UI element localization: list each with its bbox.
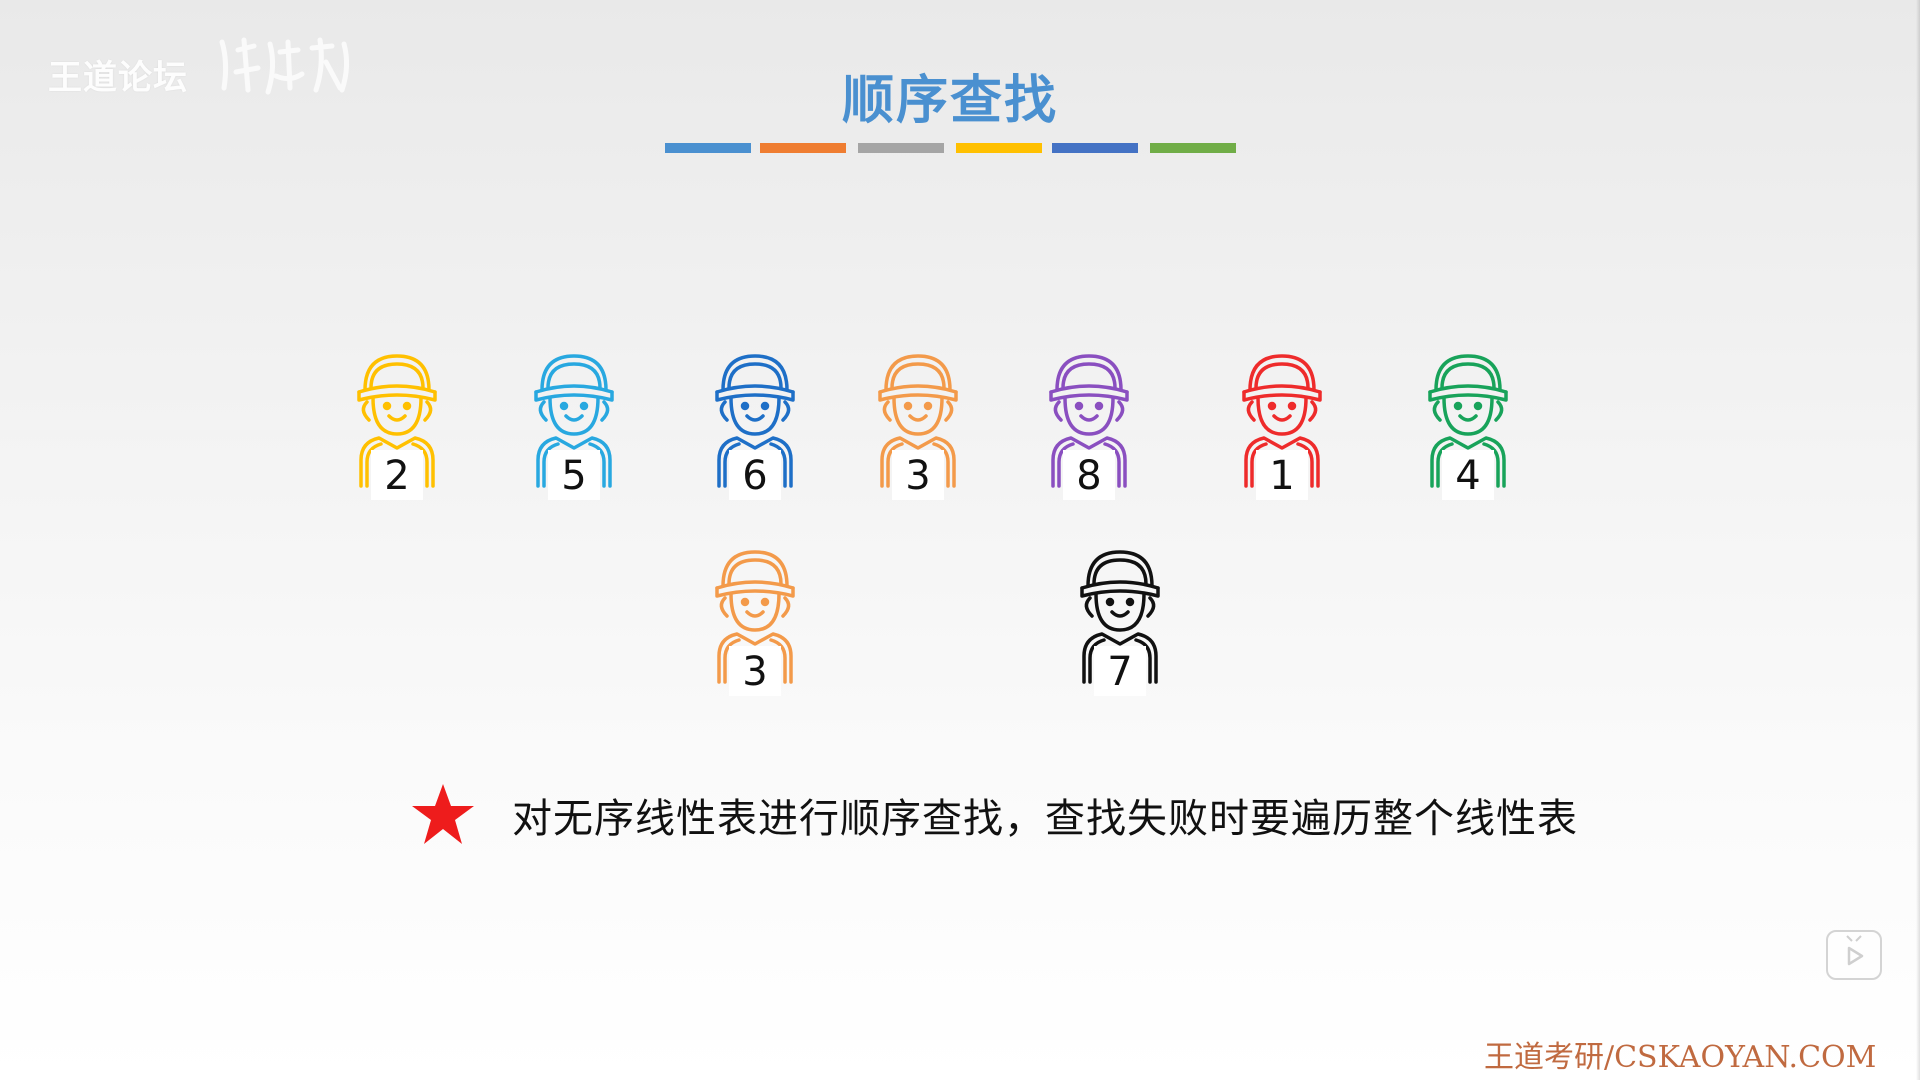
person-number: 1 xyxy=(1256,450,1308,500)
person-number: 3 xyxy=(892,450,944,500)
watermark-text: 王道论坛 xyxy=(48,58,188,98)
person-number: 3 xyxy=(729,646,781,696)
person-card: 3 xyxy=(707,546,803,706)
slide-title: 顺序查找 xyxy=(841,71,1058,131)
person-icon xyxy=(1428,354,1508,488)
person-card: 1 xyxy=(1234,350,1330,510)
title-color-bar xyxy=(956,143,1042,153)
note-line: 对无序线性表进行顺序查找，查找失败时要遍历整个线性表 xyxy=(410,770,1578,860)
person-number: 6 xyxy=(729,450,781,500)
person-icon xyxy=(1080,550,1160,684)
edge-shadow xyxy=(1916,0,1920,1080)
title-color-bar xyxy=(760,143,846,153)
title-color-bar xyxy=(1150,143,1236,153)
person-number: 5 xyxy=(548,450,600,500)
note-text: 对无序线性表进行顺序查找，查找失败时要遍历整个线性表 xyxy=(512,796,1578,842)
footer-brand: 王道考研/CSKAOYAN.COM xyxy=(1484,1040,1877,1075)
person-card: 6 xyxy=(707,350,803,510)
person-number: 8 xyxy=(1063,450,1115,500)
title-color-bar xyxy=(665,143,751,153)
watermark-calligraphy xyxy=(219,37,350,95)
title-color-bar xyxy=(1052,143,1138,153)
tv-play-button[interactable] xyxy=(1826,930,1882,980)
person-card: 3 xyxy=(870,350,966,510)
star-icon xyxy=(412,784,474,844)
person-card: 5 xyxy=(526,350,622,510)
person-number: 7 xyxy=(1094,646,1146,696)
person-icon xyxy=(715,354,795,488)
person-card: 7 xyxy=(1072,546,1168,706)
person-number: 2 xyxy=(371,450,423,500)
person-icon xyxy=(1242,354,1322,488)
tv-play-icon xyxy=(1846,935,1864,966)
person-number: 4 xyxy=(1442,450,1494,500)
title-color-bar xyxy=(858,143,944,153)
person-card: 8 xyxy=(1041,350,1137,510)
person-card: 4 xyxy=(1420,350,1516,510)
person-icon xyxy=(534,354,614,488)
person-card: 2 xyxy=(349,350,445,510)
